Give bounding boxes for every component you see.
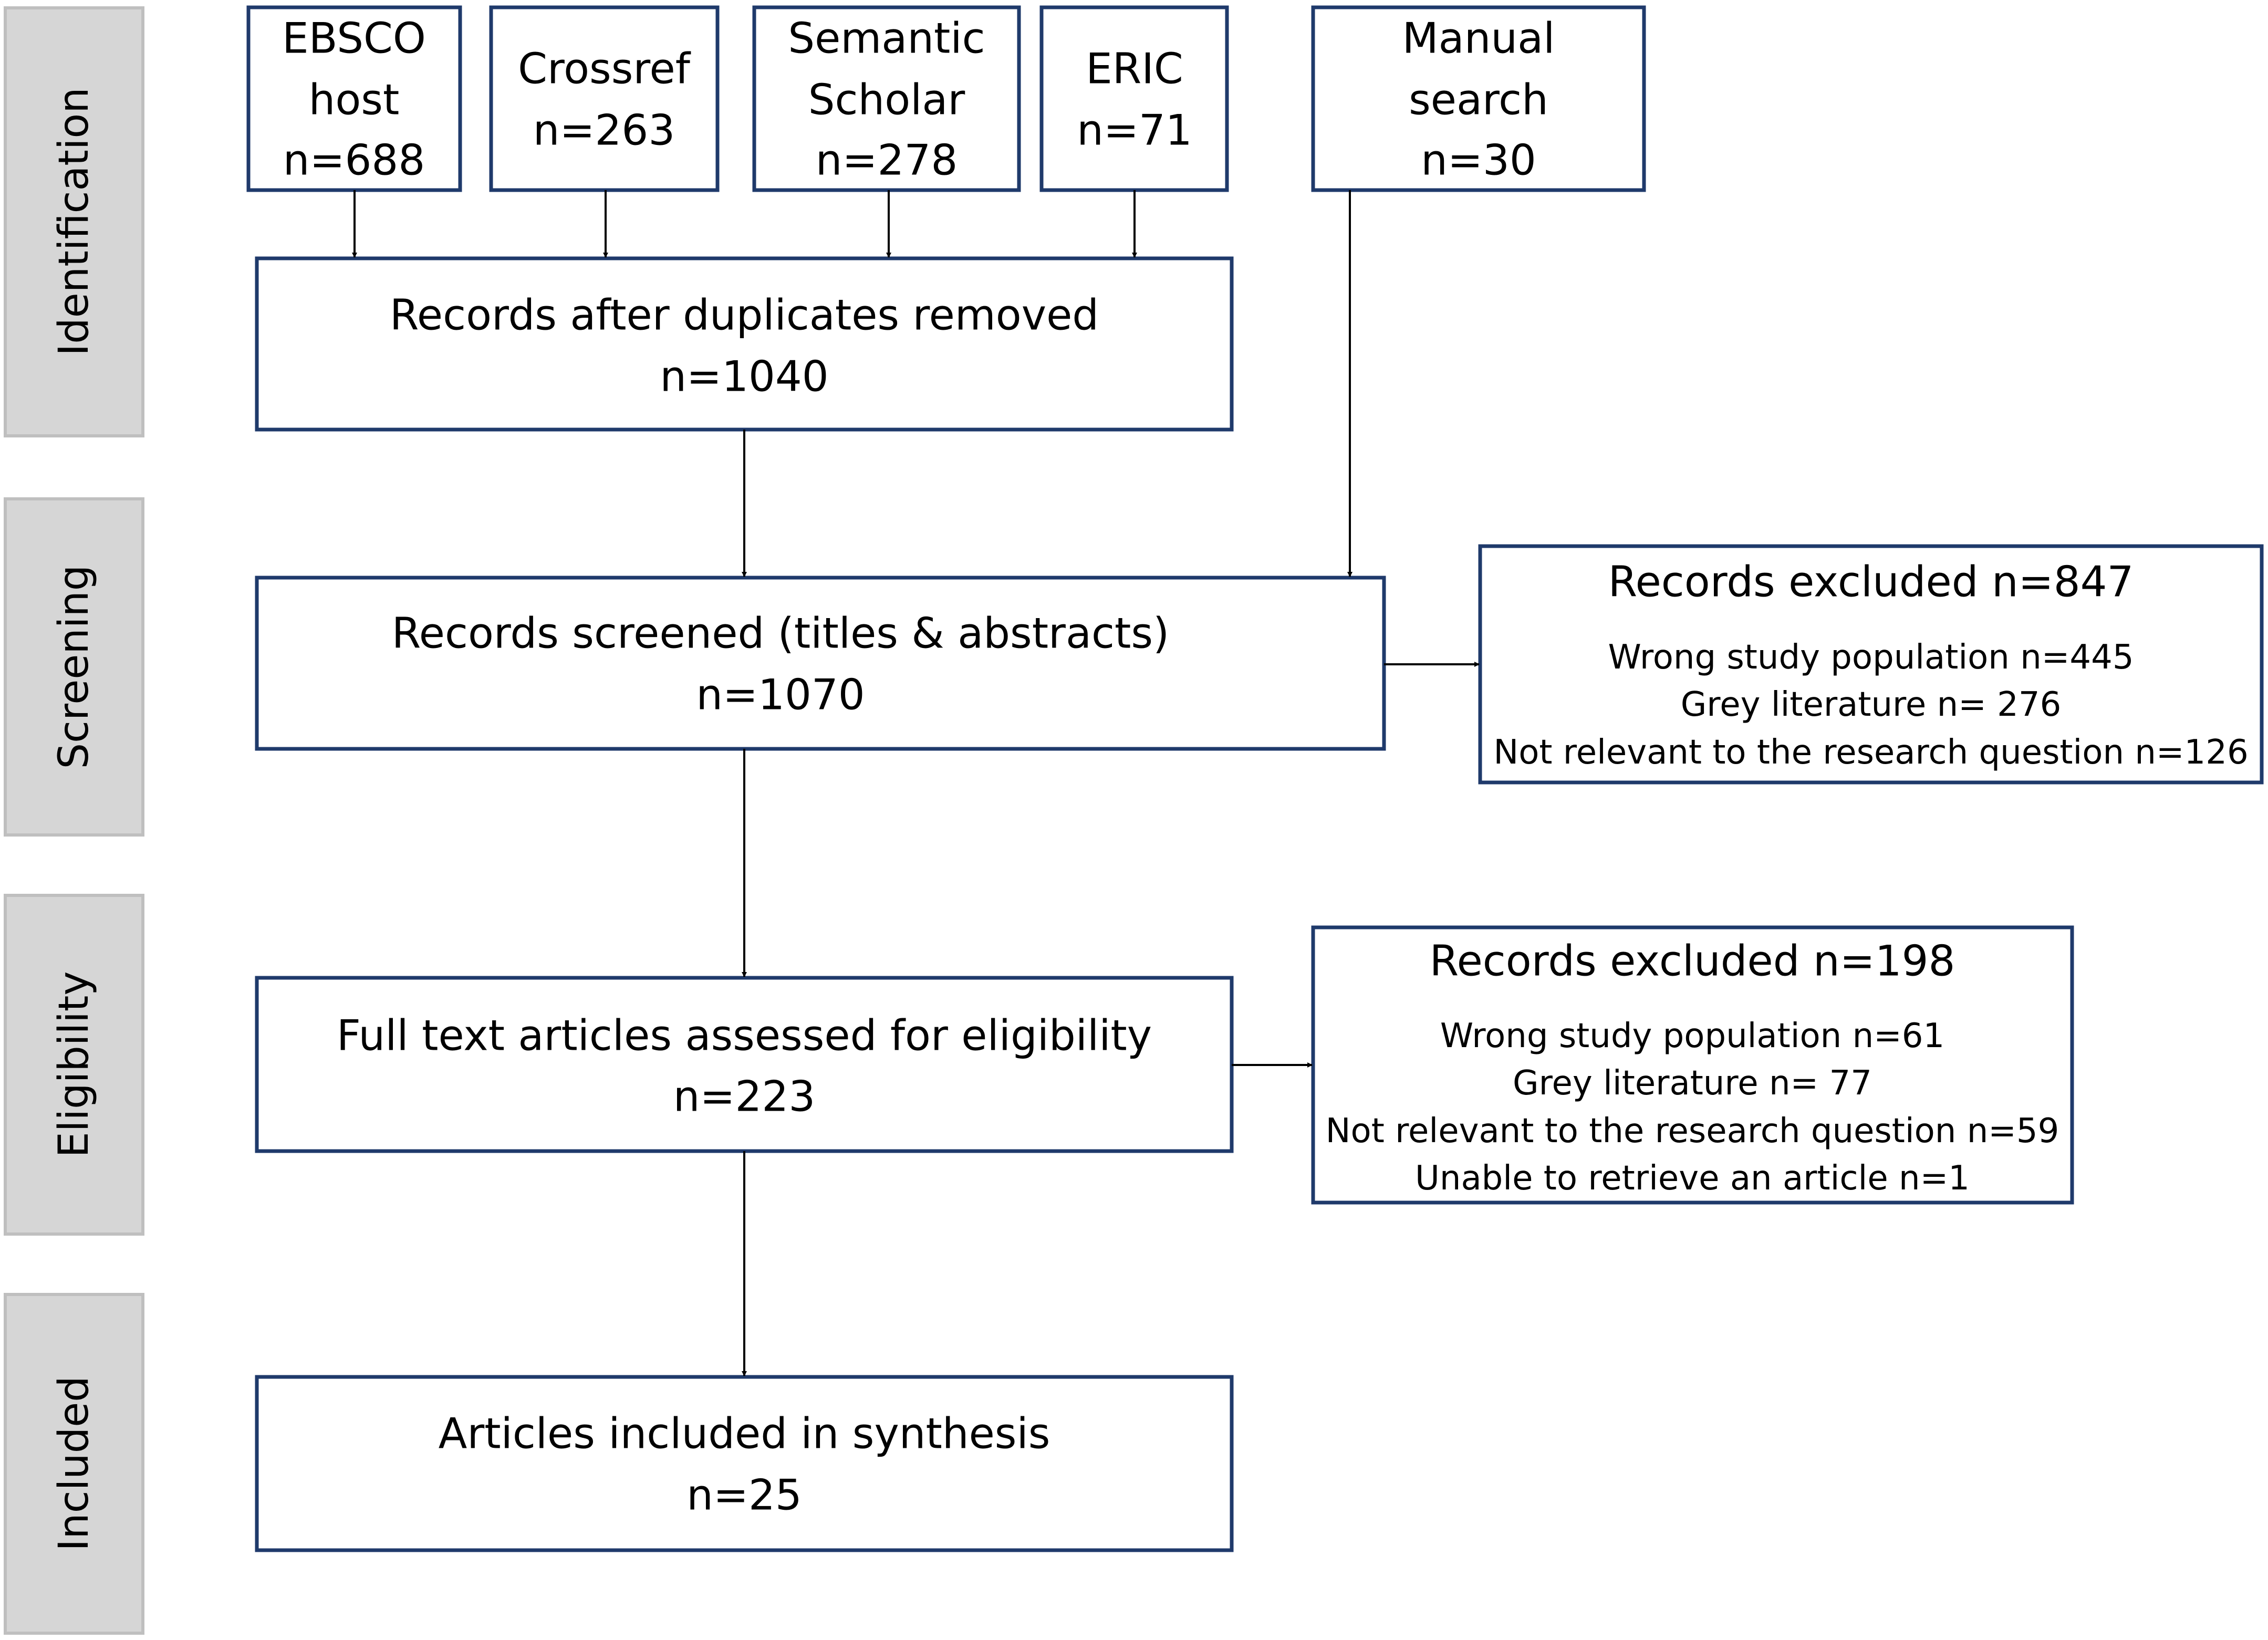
included-label: Articles included in synthesis xyxy=(439,1409,1050,1458)
fulltext-count: n=223 xyxy=(673,1072,815,1121)
dedup-box: Records after duplicates removed n=1040 xyxy=(255,256,1234,432)
fulltext-box: Full text articles assessed for eligibil… xyxy=(255,976,1234,1153)
screening-excluded-reason: Not relevant to the research question n=… xyxy=(1493,733,2248,772)
eligibility-excluded-reason: Not relevant to the research question n=… xyxy=(1326,1112,2059,1151)
source-semantic-count: n=278 xyxy=(816,136,958,185)
source-semantic-name-line2: Scholar xyxy=(808,76,965,124)
source-semantic-scholar-box: Semantic Scholar n=278 xyxy=(752,5,1021,192)
screening-excluded-reason: Wrong study population n=445 xyxy=(1608,638,2134,677)
phase-included: Included xyxy=(4,1293,144,1635)
source-manual-name-line2: search xyxy=(1409,76,1548,124)
screened-count: n=1070 xyxy=(696,671,865,719)
source-eric-count: n=71 xyxy=(1077,106,1192,155)
eligibility-excluded-box: Records excluded n=198 Wrong study popul… xyxy=(1311,925,2074,1205)
source-crossref-name: Crossref xyxy=(518,45,691,93)
fulltext-label: Full text articles assessed for eligibil… xyxy=(337,1011,1152,1060)
source-ebsco-name-line1: EBSCO xyxy=(282,14,426,63)
source-ebsco-box: EBSCO host n=688 xyxy=(246,5,462,192)
source-eric-box: ERIC n=71 xyxy=(1039,5,1229,192)
source-eric-name: ERIC xyxy=(1086,45,1183,93)
dedup-label: Records after duplicates removed xyxy=(390,291,1099,340)
source-manual-count: n=30 xyxy=(1421,136,1536,185)
eligibility-excluded-reason: Grey literature n= 77 xyxy=(1513,1064,1872,1103)
screening-excluded-box: Records excluded n=847 Wrong study popul… xyxy=(1478,544,2264,785)
source-semantic-name-line1: Semantic xyxy=(788,14,985,63)
source-crossref-box: Crossref n=263 xyxy=(489,5,720,192)
source-manual-search-box: Manual search n=30 xyxy=(1311,5,1646,192)
screened-box: Records screened (titles & abstracts) n=… xyxy=(255,576,1386,751)
phase-included-label: Included xyxy=(50,1376,98,1551)
phase-eligibility-label: Eligibility xyxy=(50,971,98,1157)
screening-excluded-reason: Grey literature n= 276 xyxy=(1681,685,2062,724)
phase-identification-label: Identification xyxy=(50,87,98,356)
screening-excluded-title: Records excluded n=847 xyxy=(1608,558,2134,607)
phase-identification: Identification xyxy=(4,6,144,437)
eligibility-excluded-reason: Wrong study population n=61 xyxy=(1440,1017,1944,1056)
eligibility-excluded-reason: Unable to retrieve an article n=1 xyxy=(1415,1159,1970,1198)
included-box: Articles included in synthesis n=25 xyxy=(255,1375,1234,1552)
included-count: n=25 xyxy=(686,1471,802,1520)
screened-label: Records screened (titles & abstracts) xyxy=(392,609,1169,658)
source-crossref-count: n=263 xyxy=(533,106,675,155)
source-ebsco-name-line2: host xyxy=(309,76,400,124)
phase-screening: Screening xyxy=(4,497,144,837)
flow-arrows xyxy=(352,190,1480,1376)
source-manual-name-line1: Manual xyxy=(1402,14,1555,63)
phase-eligibility: Eligibility xyxy=(4,894,144,1236)
dedup-count: n=1040 xyxy=(660,352,828,401)
phase-screening-label: Screening xyxy=(50,565,98,769)
source-ebsco-count: n=688 xyxy=(283,136,425,185)
eligibility-excluded-title: Records excluded n=198 xyxy=(1430,937,1955,986)
